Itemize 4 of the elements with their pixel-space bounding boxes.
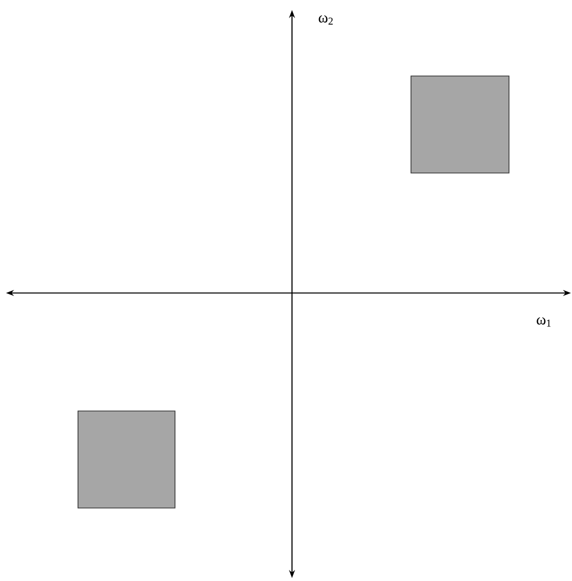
shaded-square xyxy=(78,410,176,508)
shaded-square xyxy=(410,76,510,174)
axis-label: ω$_{2}$ xyxy=(318,15,333,25)
axis-label: ω$_{1}$ xyxy=(536,317,551,327)
